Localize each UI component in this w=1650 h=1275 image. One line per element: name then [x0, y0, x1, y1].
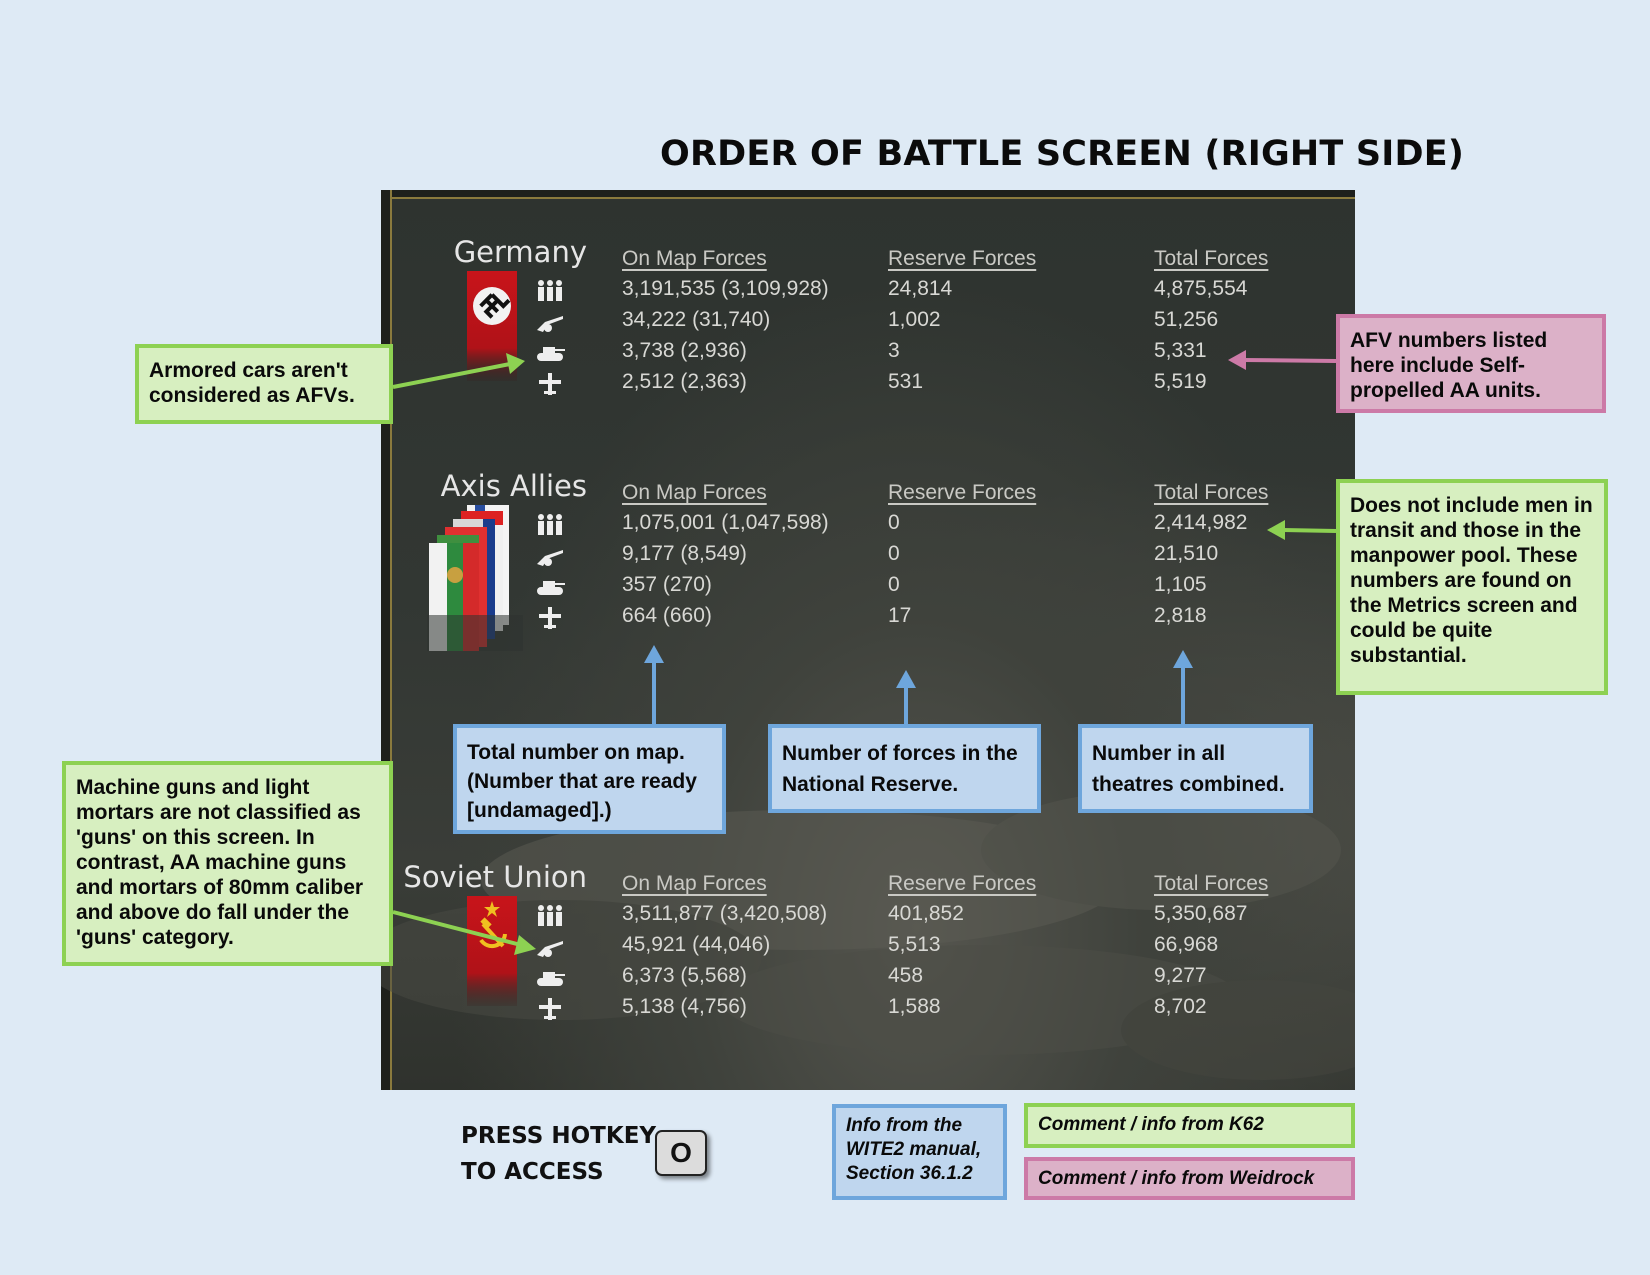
total-value: 66,968 — [1154, 933, 1219, 956]
table-row-men: 3,191,535 (3,109,928) 24,814 4,875,554 — [381, 277, 1355, 308]
note-on-map: Total number on map. (Number that are re… — [453, 724, 726, 834]
total-value: 2,414,982 — [1154, 511, 1248, 534]
total-value: 2,818 — [1154, 604, 1207, 627]
column-header-total: Total Forces — [1154, 247, 1269, 270]
on-map-value: 357 (270) — [622, 573, 712, 596]
reserve-value: 17 — [888, 604, 912, 627]
column-header-reserve: Reserve Forces — [888, 247, 1037, 270]
table-row-afv: 6,373 (5,568) 458 9,277 — [381, 964, 1355, 995]
table-row-aircraft: 2,512 (2,363) 531 5,519 — [381, 370, 1355, 401]
nation-name: Soviet Union — [403, 860, 587, 894]
table-row-guns: 34,222 (31,740) 1,002 51,256 — [381, 308, 1355, 339]
on-map-value: 3,191,535 (3,109,928) — [622, 277, 829, 300]
total-value: 5,519 — [1154, 370, 1207, 393]
hotkey-line-2: TO ACCESS — [461, 1159, 604, 1185]
reserve-value: 401,852 — [888, 902, 964, 925]
total-value: 8,702 — [1154, 995, 1207, 1018]
afv-icon — [537, 581, 565, 595]
page-title: ORDER OF BATTLE SCREEN (RIGHT SIDE) — [660, 134, 1465, 174]
note-afv-numbers: AFV numbers listed here include Self-pro… — [1336, 314, 1606, 413]
aircraft-icon — [539, 998, 561, 1020]
reserve-value: 531 — [888, 370, 924, 393]
hotkey-instruction: PRESS HOTKEY TO ACCESS — [461, 1118, 656, 1190]
reserve-value: 1,002 — [888, 308, 941, 331]
axis-allies-banners — [427, 505, 523, 651]
men-icon — [538, 905, 562, 926]
note-total: Number in all theatres combined. — [1078, 724, 1313, 813]
total-value: 5,350,687 — [1154, 902, 1248, 925]
column-header-total: Total Forces — [1154, 481, 1269, 504]
reserve-value: 1,588 — [888, 995, 941, 1018]
table-row-men: 1,075,001 (1,047,598) 0 2,414,982 — [381, 511, 1355, 542]
hotkey-line-1: PRESS HOTKEY — [461, 1123, 657, 1149]
order-of-battle-panel: Germany On Map Forces Reserve Forces Tot… — [381, 190, 1355, 1090]
on-map-value: 664 (660) — [622, 604, 712, 627]
panel-top-border — [381, 190, 1355, 199]
note-guns: Machine guns and light mortars are not c… — [62, 761, 393, 966]
total-value: 9,277 — [1154, 964, 1207, 987]
column-header-total: Total Forces — [1154, 872, 1269, 895]
total-value: 5,331 — [1154, 339, 1207, 362]
on-map-value: 9,177 (8,549) — [622, 542, 747, 565]
on-map-value: 34,222 (31,740) — [622, 308, 771, 331]
reserve-value: 0 — [888, 573, 900, 596]
table-row-aircraft: 664 (660) 17 2,818 — [381, 604, 1355, 635]
column-header-on-map: On Map Forces — [622, 872, 767, 895]
table-row-afv: 357 (270) 0 1,105 — [381, 573, 1355, 604]
on-map-value: 45,921 (44,046) — [622, 933, 771, 956]
gun-icon — [537, 316, 563, 332]
gun-icon — [537, 550, 563, 566]
note-reserve: Number of forces in the National Reserve… — [768, 724, 1041, 813]
table-row-guns: 45,921 (44,046) 5,513 66,968 — [381, 933, 1355, 964]
on-map-value: 1,075,001 (1,047,598) — [622, 511, 829, 534]
reserve-value: 5,513 — [888, 933, 941, 956]
column-header-on-map: On Map Forces — [622, 247, 767, 270]
note-manpower: Does not include men in transit and thos… — [1336, 479, 1608, 695]
legend-manual-info: Info from the WITE2 manual, Section 36.1… — [832, 1104, 1007, 1200]
reserve-value: 0 — [888, 511, 900, 534]
on-map-value: 6,373 (5,568) — [622, 964, 747, 987]
afv-icon — [537, 972, 565, 986]
nation-name: Axis Allies — [440, 469, 587, 503]
on-map-value: 2,512 (2,363) — [622, 370, 747, 393]
reserve-value: 458 — [888, 964, 924, 987]
aircraft-icon — [539, 373, 561, 395]
table-row-men: 3,511,877 (3,420,508) 401,852 5,350,687 — [381, 902, 1355, 933]
reserve-value: 0 — [888, 542, 900, 565]
on-map-value: 3,511,877 (3,420,508) — [622, 902, 828, 925]
column-header-on-map: On Map Forces — [622, 481, 767, 504]
table-row-afv: 3,738 (2,936) 3 5,331 — [381, 339, 1355, 370]
reserve-value: 3 — [888, 339, 900, 362]
gun-icon — [537, 941, 563, 957]
total-value: 21,510 — [1154, 542, 1219, 565]
afv-icon — [537, 347, 565, 361]
reserve-value: 24,814 — [888, 277, 953, 300]
table-row-guns: 9,177 (8,549) 0 21,510 — [381, 542, 1355, 573]
aircraft-icon — [539, 607, 561, 629]
total-value: 51,256 — [1154, 308, 1219, 331]
table-row-aircraft: 5,138 (4,756) 1,588 8,702 — [381, 995, 1355, 1026]
men-icon — [538, 514, 562, 535]
nation-name: Germany — [453, 235, 587, 269]
column-header-reserve: Reserve Forces — [888, 481, 1037, 504]
total-value: 4,875,554 — [1154, 277, 1248, 300]
men-icon — [538, 280, 562, 301]
on-map-value: 5,138 (4,756) — [622, 995, 747, 1018]
note-armored-cars: Armored cars aren't considered as AFVs. — [135, 344, 393, 424]
total-value: 1,105 — [1154, 573, 1207, 596]
legend-k62-comment: Comment / info from K62 — [1024, 1103, 1355, 1148]
on-map-value: 3,738 (2,936) — [622, 339, 747, 362]
panel-left-border — [381, 190, 392, 1090]
legend-weidrock-comment: Comment / info from Weidrock — [1024, 1157, 1355, 1200]
hotkey-o-key[interactable]: O — [655, 1130, 707, 1176]
column-header-reserve: Reserve Forces — [888, 872, 1037, 895]
